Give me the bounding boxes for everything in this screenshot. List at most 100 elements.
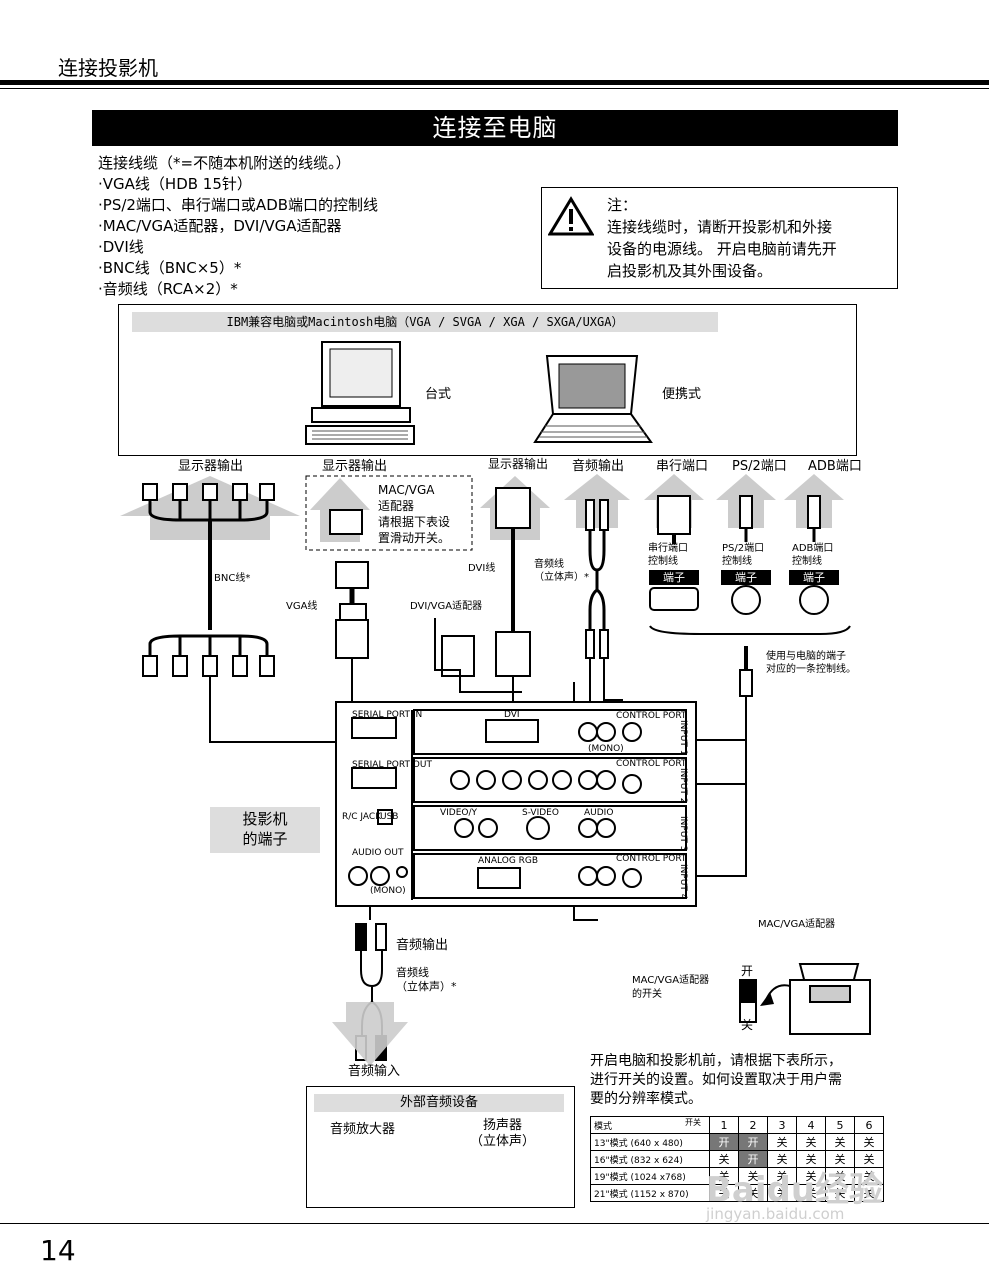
speaker-line: （立体声） xyxy=(470,1134,536,1149)
mac-adapter-name: MAC/VGA xyxy=(378,483,435,497)
switch-instructions-line: 开启电脑和投影机前，请根据下表所示， xyxy=(590,1053,842,1069)
video-y-label: VIDEO/Y xyxy=(440,808,478,818)
dvi-port-label: DVI xyxy=(504,710,520,720)
footer-rule xyxy=(0,1223,989,1224)
terminal-tag: 端子 xyxy=(721,570,771,585)
switch-table: 模式 开关 1 2 3 4 5 6 13"模式 (640 x 480) 开 开 … xyxy=(590,1116,884,1202)
mode-cell: 13"模式 (640 x 480) xyxy=(590,1133,710,1151)
audio-output-arrow xyxy=(564,474,630,528)
adb-control-line: 控制线 xyxy=(792,556,822,567)
switch-cell: 关 xyxy=(767,1133,797,1151)
audio-cable-note: （立体声）* xyxy=(534,572,589,583)
corner-mode-label: 模式 xyxy=(594,1121,613,1132)
bnc-cable-label: BNC线* xyxy=(214,573,251,584)
control-port-label: CONTROL PORT xyxy=(616,854,687,864)
mode-cell: 21"模式 (1152 x 870) xyxy=(590,1184,710,1202)
switch-instructions-line: 进行开关的设置。如何设置取决于用户需 xyxy=(590,1072,842,1088)
cable-item: ·MAC/VGA适配器，DVI/VGA适配器 xyxy=(98,217,342,235)
speaker-label: 扬声器 （立体声） xyxy=(470,1118,535,1150)
column-header: 1 xyxy=(709,1116,739,1134)
control-port-label: CONTROL PORT xyxy=(616,759,687,769)
serial-control-line: 控制线 xyxy=(648,556,678,567)
mac-switch-label: MAC/VGA适配器 的开关 xyxy=(632,974,709,1002)
table-row: 21"模式 (1152 x 870) 关 关 关 关 关 关 xyxy=(590,1184,884,1202)
mac-adapter-instruction: 置滑动开关。 xyxy=(378,531,451,545)
mode-cell: 19"模式 (1024 x768) xyxy=(590,1167,710,1185)
cable-item: ·音频线（RCA×2）* xyxy=(98,280,238,298)
input2-label: INPUT 2 xyxy=(678,768,688,804)
header-rule xyxy=(0,80,989,85)
control-cable-hint-line: 使用与电脑的端子 xyxy=(766,651,846,662)
terminal-tag: 端子 xyxy=(649,570,699,585)
audio-out-label: AUDIO OUT xyxy=(352,848,404,858)
switch-cell: 关 xyxy=(825,1133,855,1151)
note-line: 启投影机及其外围设备。 xyxy=(607,262,773,280)
serial-control-line: 串行端口 xyxy=(648,543,688,554)
ps2-control-cable-label: PS/2端口 控制线 xyxy=(722,542,764,568)
cable-item: ·PS/2端口、串行端口或ADB端口的控制线 xyxy=(98,196,379,214)
monitor-output-label: 显示器输出 xyxy=(322,459,388,474)
switch-on-label: 开 xyxy=(741,964,754,978)
mac-adapter-name: 适配器 xyxy=(378,499,415,513)
computer-banner: IBM兼容电脑或Macintosh电脑（VGA / SVGA / XGA / S… xyxy=(132,312,718,332)
adb-control-cable-label: ADB端口 控制线 xyxy=(792,542,833,568)
table-row: 模式 开关 1 2 3 4 5 6 xyxy=(590,1116,884,1134)
header-rule-thin xyxy=(0,88,989,89)
switch-cell: 开 xyxy=(738,1150,768,1168)
switch-cell: 关 xyxy=(854,1184,884,1202)
monitor-output-label: 显示器输出 xyxy=(178,459,244,474)
projector-terminal-line: 投影机 xyxy=(242,810,288,828)
mac-adapter-note: MAC/VGA 适配器 请根据下表设 置滑动开关。 xyxy=(378,482,450,546)
audio-output-label: 音频输出 xyxy=(572,459,625,474)
page-title: 连接至电脑 xyxy=(92,110,898,146)
switch-cell: 关 xyxy=(854,1133,884,1151)
external-audio-box xyxy=(306,1086,575,1208)
adb-port-label: ADB端口 xyxy=(808,459,862,474)
mono-label: (MONO) xyxy=(588,744,624,754)
cable-item: ·BNC线（BNC×5）* xyxy=(98,259,242,277)
note-line: 连接线缆时，请断开投影机和外接 xyxy=(607,218,833,236)
switch-cell: 开 xyxy=(709,1133,739,1151)
laptop-label: 便携式 xyxy=(662,387,702,402)
audio-cable-note: （立体声）* xyxy=(396,980,457,993)
projector-terminal-line: 的端子 xyxy=(242,830,288,848)
switch-instructions: 开启电脑和投影机前，请根据下表所示， 进行开关的设置。如何设置取决于用户需 要的… xyxy=(590,1052,890,1109)
rc-jack-label: R/C JACK xyxy=(342,812,382,822)
control-cable-hint-line: 对应的一条控制线。 xyxy=(766,664,856,675)
amplifier-label: 音频放大器 xyxy=(330,1122,396,1137)
input1-label: INPUT 1 xyxy=(678,720,688,756)
note-heading: 注： xyxy=(607,196,638,214)
ps2-port-label: PS/2端口 xyxy=(732,459,787,474)
analog-rgb-label: ANALOG RGB xyxy=(478,856,539,866)
control-cable-hint: 使用与电脑的端子 对应的一条控制线。 xyxy=(766,650,856,676)
table-corner-cell: 模式 开关 xyxy=(590,1116,710,1134)
mac-switch-line: 的开关 xyxy=(632,989,662,1000)
corner-switch-label: 开关 xyxy=(685,1118,701,1127)
audio-port-label: AUDIO xyxy=(584,808,614,818)
baidu-watermark: Baidu经验 xyxy=(706,1170,884,1210)
table-row: 19"模式 (1024 x768) 关 关 关 关 关 关 xyxy=(590,1167,884,1185)
switch-cell: 关 xyxy=(796,1133,826,1151)
cable-list: 连接线缆（*=不随本机附送的线缆。） ·VGA线（HDB 15针） ·PS/2端… xyxy=(98,153,378,300)
note-text: 注： 连接线缆时，请断开投影机和外接 设备的电源线。 开启电脑前请先开 启投影机… xyxy=(607,194,892,282)
mac-adapter-title: MAC/VGA适配器 xyxy=(758,919,836,930)
audio-cable-name: 音频线 xyxy=(396,966,429,979)
switch-instructions-line: 要的分辨率模式。 xyxy=(590,1091,702,1107)
mac-adapter-instruction: 请根据下表设 xyxy=(378,515,451,529)
serial-out-label: SERIAL PORT OUT xyxy=(352,760,432,770)
input3-label: INPUT 3 xyxy=(678,816,688,852)
cable-item: ·VGA线（HDB 15针） xyxy=(98,175,252,193)
mac-switch-line: MAC/VGA适配器 xyxy=(632,975,710,986)
control-port-label: CONTROL PORT xyxy=(616,711,687,721)
usb-label: USB xyxy=(380,812,399,822)
column-header: 3 xyxy=(767,1116,797,1134)
serial-port-label: 串行端口 xyxy=(656,459,709,474)
cable-item: ·DVI线 xyxy=(98,238,144,256)
cable-intro: 连接线缆（*=不随本机附送的线缆。） xyxy=(98,154,351,172)
column-header: 4 xyxy=(796,1116,826,1134)
dvi-cable-label: DVI线 xyxy=(468,563,496,574)
terminal-tag: 端子 xyxy=(789,570,839,585)
section-header: 连接投影机 xyxy=(58,56,158,80)
column-header: 6 xyxy=(854,1116,884,1134)
adb-control-line: ADB端口 xyxy=(792,543,834,554)
